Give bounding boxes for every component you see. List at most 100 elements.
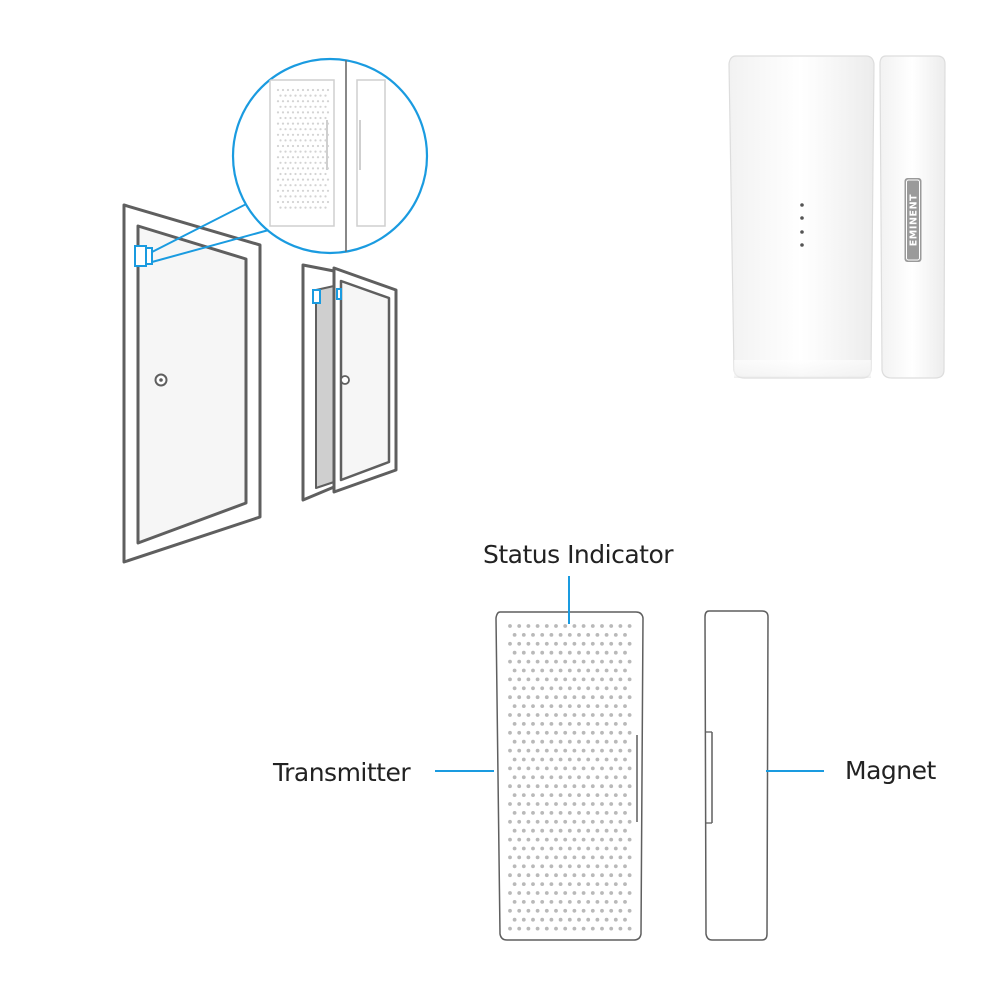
speaker-dot — [627, 891, 632, 895]
speaker-dot — [590, 784, 595, 789]
speaker-dot — [581, 891, 586, 895]
speaker-dot — [535, 677, 540, 682]
speaker-dot — [321, 100, 325, 103]
speaker-dot — [309, 184, 312, 187]
speaker-dot — [304, 172, 307, 176]
speaker-dot — [512, 668, 517, 673]
speaker-dot — [558, 864, 563, 869]
speaker-dot — [544, 677, 549, 682]
speaker-dot — [613, 882, 618, 886]
speaker-dot — [554, 873, 558, 878]
speaker-dot — [517, 766, 522, 771]
speaker-dot — [609, 766, 614, 771]
speaker-dot — [279, 184, 282, 187]
speaker-dot — [309, 161, 312, 164]
speaker-dot — [301, 144, 305, 148]
speaker-dot — [531, 633, 535, 637]
status-indicator-leds — [800, 203, 804, 247]
speaker-dot — [595, 633, 600, 637]
speaker-dot — [600, 730, 604, 735]
speaker-dot — [508, 926, 512, 931]
speaker-dot — [517, 873, 522, 878]
speaker-dot — [623, 811, 627, 815]
speaker-dot — [618, 695, 623, 700]
speaker-dot — [590, 624, 595, 628]
speaker-dot — [544, 748, 549, 753]
speaker-dot — [609, 819, 614, 824]
speaker-dot — [512, 722, 517, 726]
speaker-dot — [304, 206, 307, 209]
door-panel — [136, 224, 248, 545]
speaker-dot — [618, 926, 623, 931]
speaker-dot — [572, 730, 577, 735]
speaker-dot — [586, 722, 591, 726]
speaker-dot — [577, 846, 581, 851]
speaker-dot — [531, 704, 535, 708]
speaker-dot — [540, 864, 545, 869]
speaker-dot — [512, 650, 517, 655]
speaker-dot — [512, 811, 517, 815]
speaker-dot — [276, 167, 280, 170]
speaker-dot — [326, 189, 330, 192]
speaker-dot — [517, 819, 522, 824]
speaker-dot — [319, 116, 322, 120]
speaker-dot — [326, 100, 330, 103]
speaker-dot — [586, 811, 591, 815]
speaker-dot — [296, 200, 300, 204]
speaker-dot — [590, 855, 595, 860]
speaker-dot — [627, 659, 632, 664]
front-view-diagram: Status Indicator Transmitter Magnet — [272, 540, 937, 941]
speaker-dot — [586, 828, 591, 833]
speaker-dot — [618, 837, 623, 842]
speaker-dot — [291, 178, 295, 181]
speaker-dot — [321, 133, 325, 136]
speaker-dot — [600, 641, 604, 646]
speaker-dot — [613, 828, 618, 833]
speaker-dot — [613, 668, 618, 673]
speaker-dot — [563, 908, 568, 913]
speaker-dot — [623, 846, 627, 851]
speaker-dot — [326, 178, 330, 181]
speaker-dot — [279, 139, 282, 142]
speaker-dot — [535, 659, 540, 664]
speaker-dot — [595, 775, 600, 780]
speaker-dot — [517, 802, 522, 806]
speaker-dot — [600, 766, 604, 771]
speaker-dot — [563, 802, 568, 806]
speaker-dot — [627, 730, 632, 735]
speaker-dot — [296, 156, 300, 159]
speaker-dot — [609, 784, 614, 789]
speaker-dot — [540, 722, 545, 726]
speaker-dot — [517, 926, 522, 931]
speaker-dot — [526, 891, 531, 895]
speaker-dot — [563, 784, 568, 789]
speaker-dot — [521, 739, 526, 744]
speaker-dot — [627, 926, 632, 931]
speaker-dot — [284, 161, 287, 164]
speaker-dot — [276, 122, 280, 125]
speaker-dot — [549, 668, 554, 673]
speaker-dot — [508, 730, 512, 735]
speaker-dot — [286, 133, 290, 136]
speaker-dot — [521, 633, 526, 637]
speaker-dot — [623, 757, 627, 762]
speaker-dot — [309, 128, 312, 131]
speaker-dot — [284, 172, 287, 176]
speaker-dot — [517, 624, 522, 628]
speaker-dot — [296, 133, 300, 136]
speaker-dot — [508, 908, 512, 913]
speaker-dot — [554, 784, 558, 789]
speaker-dot — [563, 837, 568, 842]
speaker-dot — [281, 122, 285, 125]
speaker-dot — [286, 200, 290, 204]
speaker-dot — [279, 161, 282, 164]
transmitter-outline — [495, 611, 644, 941]
speaker-dot — [604, 686, 609, 691]
speaker-dot — [301, 100, 305, 103]
speaker-dot — [517, 784, 522, 789]
speaker-dot — [572, 766, 577, 771]
speaker-dot — [286, 156, 290, 159]
speaker-dot — [314, 105, 317, 108]
speaker-dot — [586, 686, 591, 691]
speaker-dot — [613, 686, 618, 691]
